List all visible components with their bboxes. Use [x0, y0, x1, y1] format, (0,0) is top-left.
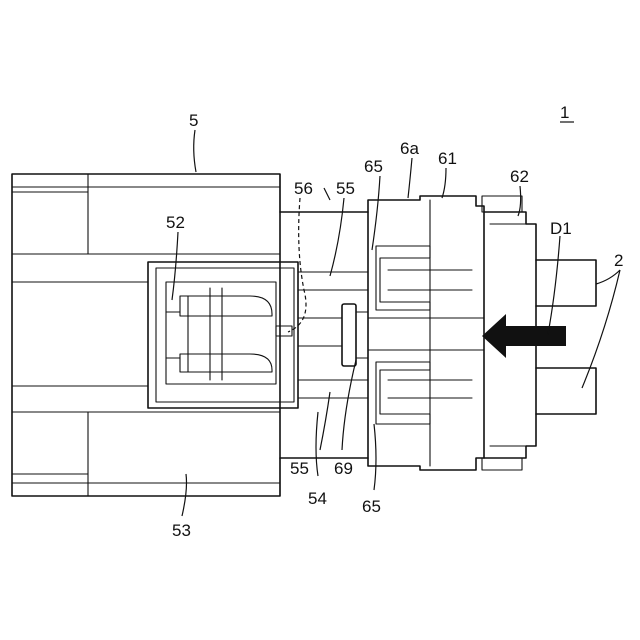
lance-lower — [376, 362, 430, 424]
rails — [280, 212, 368, 458]
insertion-arrow — [482, 314, 566, 358]
label-rail-bottom: 55 — [290, 459, 309, 478]
label-retainer-cap: 62 — [510, 167, 529, 186]
pin-69 — [342, 304, 368, 366]
label-direction: D1 — [550, 219, 572, 238]
terminal-window — [148, 262, 298, 408]
label-cover: 54 — [308, 489, 327, 508]
terminal-lower-contact — [180, 354, 272, 372]
housing-body — [12, 174, 280, 496]
label-wire: 2 — [614, 251, 623, 270]
lance-upper — [376, 246, 430, 310]
label-assembly: 1 — [560, 103, 569, 122]
label-rail-top: 55 — [336, 179, 355, 198]
label-retainer: 6a — [400, 139, 419, 158]
terminal-upper-contact — [180, 296, 272, 316]
label-hook: 56 — [294, 179, 313, 198]
label-pin: 69 — [334, 459, 353, 478]
label-housing: 5 — [189, 111, 198, 130]
leader-lines — [172, 130, 620, 516]
label-lance-top: 65 — [364, 157, 383, 176]
label-lance-bottom: 65 — [362, 497, 381, 516]
housing-outline — [12, 174, 280, 496]
label-body-lower: 53 — [172, 521, 191, 540]
retainer — [368, 196, 484, 470]
label-terminal-slot: 52 — [166, 213, 185, 232]
reference-labels: 1 5 52 53 54 55 55 56 6a 61 62 65 65 69 … — [166, 103, 623, 540]
label-retainer-main: 61 — [438, 149, 457, 168]
hook-hidden-line — [288, 198, 306, 332]
